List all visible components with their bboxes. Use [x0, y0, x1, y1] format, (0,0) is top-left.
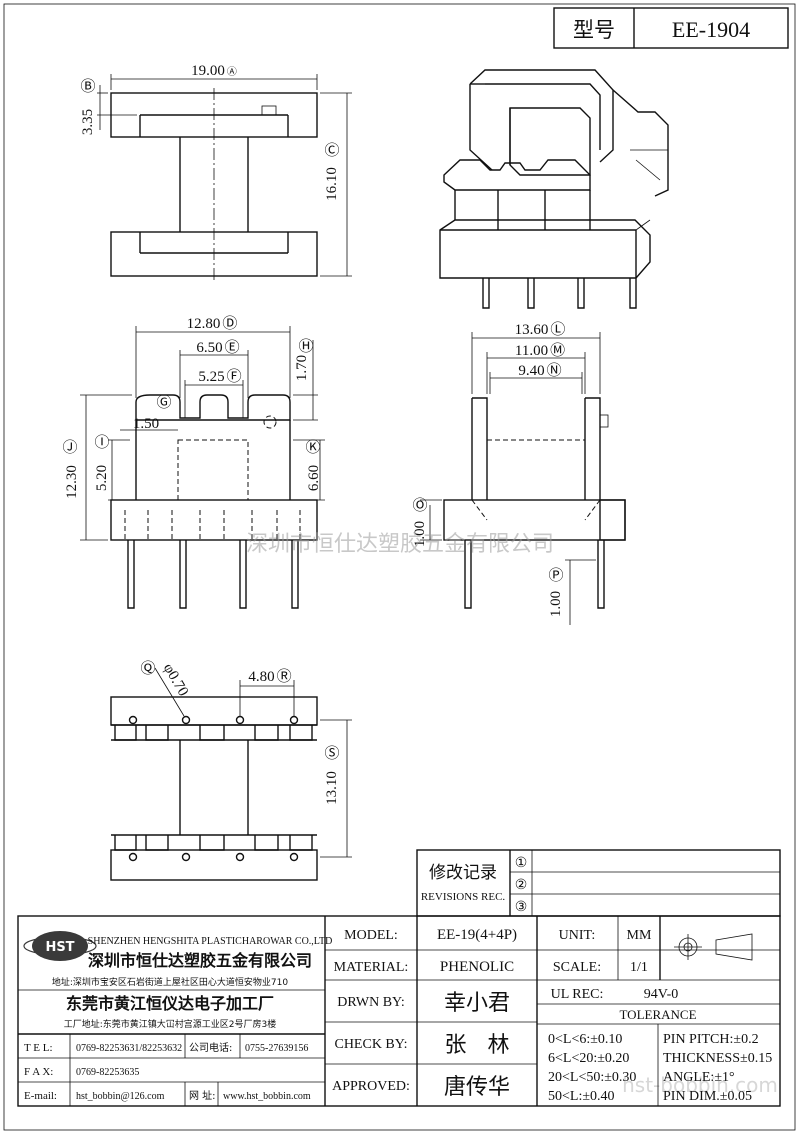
- dim-c-label: 16.10: [324, 167, 340, 201]
- tolerance-1: 0<L<6:±0.10: [548, 1032, 622, 1047]
- dim-o-label: 1.00: [412, 521, 428, 547]
- ul-label: UL REC:: [551, 987, 604, 1002]
- model-value: EE-19(4+4P): [437, 927, 517, 943]
- dim-j-marker: Ⓙ: [62, 439, 77, 456]
- check-by-label: CHECK BY:: [334, 1037, 407, 1052]
- tolerance-2: 6<L<20:±0.20: [548, 1051, 629, 1066]
- check-by-value: 张 林: [445, 1033, 510, 1058]
- revisions-title-cn: 修改记录: [429, 863, 497, 883]
- web-label: 网 址:: [189, 1089, 216, 1102]
- tel-label: T E L:: [24, 1042, 53, 1054]
- dim-q-label: φ0.70: [160, 661, 191, 699]
- isometric-view: [439, 69, 669, 309]
- bottom-view: [110, 667, 352, 881]
- dim-i-marker: Ⓘ: [94, 434, 109, 451]
- dim-k-marker: Ⓚ: [305, 439, 320, 456]
- model-header-value: EE-1904: [672, 17, 750, 42]
- approved-value: 唐传华: [444, 1075, 510, 1100]
- revision-mark-1: ①: [515, 856, 528, 871]
- dim-b-label: 3.35: [80, 109, 96, 135]
- dim-c-marker: Ⓒ: [324, 142, 339, 159]
- dim-i-label: 5.20: [94, 465, 110, 491]
- factory-address: 工厂地址:东莞市黄江镇大冚村宫源工业区2号厂房3楼: [64, 1018, 277, 1030]
- material-label: MATERIAL:: [334, 960, 409, 975]
- dim-p-marker: Ⓟ: [548, 567, 563, 584]
- email-label: E-mail:: [24, 1090, 57, 1102]
- pin-tolerance-2: THICKNESS±0.15: [663, 1051, 772, 1066]
- dim-p-label: 1.00: [548, 591, 564, 617]
- model-label: MODEL:: [344, 928, 398, 943]
- company-address: 地址:深圳市宝安区石岩街道上屋社区田心大道恒安物业710: [52, 976, 288, 988]
- side-view: [420, 332, 626, 625]
- revision-mark-3: ③: [515, 900, 528, 915]
- watermark-url: hst-bobbin.com: [622, 1073, 778, 1097]
- unit-value: MM: [627, 928, 652, 943]
- fax-label: F A X:: [24, 1066, 53, 1078]
- watermark: 深圳市恒仕达塑胶五金有限公司: [246, 532, 554, 557]
- sheet-border: [3, 3, 796, 1131]
- dim-g-label: 1.50: [133, 416, 159, 432]
- company-name-en: SHENZHEN HENGSHITA PLASTICHAROWAR CO.,LT…: [88, 936, 333, 947]
- email-value: hst_bobbin@126.com: [76, 1091, 165, 1102]
- ul-value: 94V-0: [644, 987, 679, 1002]
- material-value: PHENOLIC: [440, 959, 514, 975]
- drawn-by-value: 幸小君: [444, 991, 510, 1016]
- tolerance-label: TOLERANCE: [619, 1007, 696, 1022]
- dim-g-marker: Ⓖ: [156, 394, 171, 411]
- revisions-table: 修改记录 REVISIONS REC. ① ② ③: [416, 849, 781, 917]
- dim-o-marker: Ⓞ: [412, 497, 427, 514]
- scale-label: SCALE:: [553, 960, 601, 975]
- dim-h-marker: Ⓗ: [298, 338, 313, 355]
- drawn-by-label: DRWN BY:: [337, 995, 405, 1010]
- tolerance-3: 20<L<50:±0.30: [548, 1070, 636, 1085]
- dim-s-marker: Ⓢ: [324, 745, 339, 762]
- title-block: HST SHENZHEN HENGSHITA PLASTICHAROWAR CO…: [17, 915, 781, 1107]
- dim-j-label: 12.30: [64, 465, 80, 499]
- logo-text: HST: [45, 940, 74, 955]
- approved-label: APPROVED:: [332, 1079, 410, 1094]
- phone-value: 0755-27639156: [245, 1043, 308, 1054]
- company-logo: [32, 931, 88, 961]
- model-header: 型号 EE-1904: [553, 7, 789, 49]
- dim-k-label: 6.60: [306, 465, 322, 491]
- dim-h-label: 1.70: [294, 355, 310, 381]
- web-value: www.hst_bobbin.com: [223, 1091, 311, 1102]
- tel-value: 0769-82253631/82253632: [76, 1043, 182, 1054]
- factory-name: 东莞市黄江恒仪达电子加工厂: [66, 994, 274, 1013]
- tolerance-4: 50<L:±0.40: [548, 1089, 615, 1104]
- fax-value: 0769-82253635: [76, 1067, 139, 1078]
- revisions-title-en: REVISIONS REC.: [421, 891, 506, 903]
- pin-tolerance-1: PIN PITCH:±0.2: [663, 1032, 759, 1047]
- dim-s-label: 13.10: [324, 771, 340, 805]
- dim-b-marker: Ⓑ: [80, 78, 95, 95]
- dim-q-marker: Ⓠ: [140, 660, 155, 677]
- company-name-cn: 深圳市恒仕达塑胶五金有限公司: [88, 951, 312, 970]
- model-header-label: 型号: [573, 18, 615, 42]
- unit-label: UNIT:: [559, 928, 596, 943]
- projection-symbol: [674, 933, 753, 961]
- phone-label: 公司电话:: [189, 1041, 232, 1054]
- pin-tolerance-3: ANGLE:±1°: [663, 1070, 735, 1085]
- front-view: [80, 326, 325, 609]
- revision-mark-2: ②: [515, 878, 528, 893]
- scale-value: 1/1: [630, 960, 648, 975]
- top-view: [97, 74, 352, 280]
- pin-tolerance-4: PIN DIM.±0.05: [663, 1089, 752, 1104]
